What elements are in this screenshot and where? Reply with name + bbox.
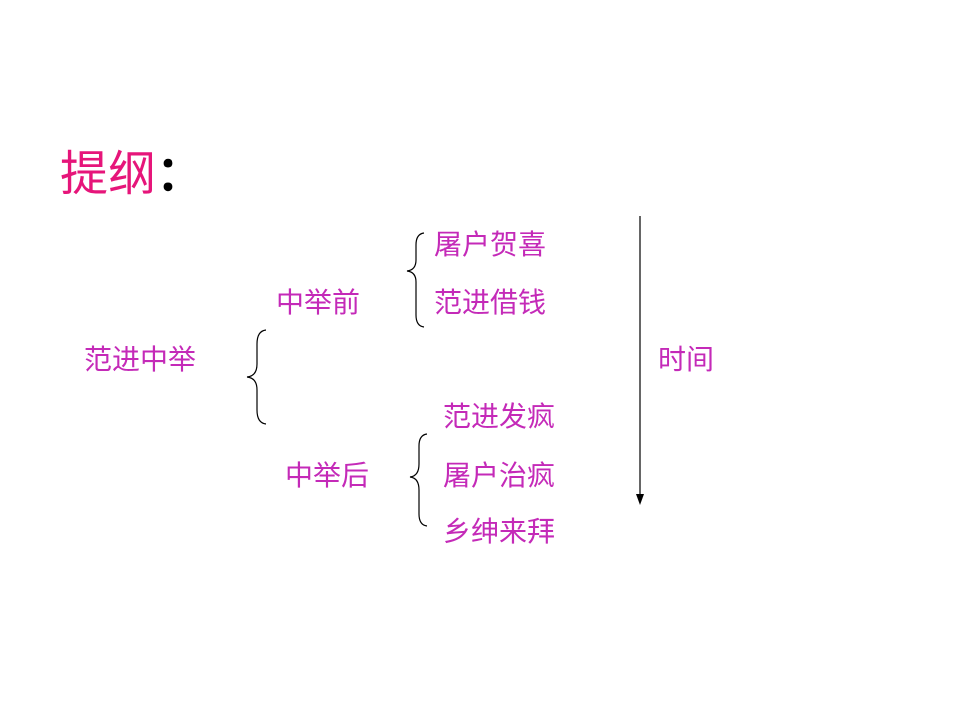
branch-after: 中举后 [285, 459, 370, 492]
root-node: 范进中举 [84, 343, 197, 376]
timeline-arrow [636, 216, 644, 505]
before-brace [406, 232, 425, 328]
outline-title-text: 提纲 [60, 146, 157, 202]
outline-title: 提纲： [60, 146, 204, 202]
root-brace [246, 329, 267, 425]
timeline-label: 时间 [658, 343, 715, 376]
leaf-after-2: 屠户治疯 [443, 459, 556, 492]
outline-title-colon: ： [156, 146, 205, 202]
leaf-after-3: 乡绅来拜 [443, 515, 556, 548]
leaf-before-1: 屠户贺喜 [434, 228, 547, 261]
after-brace [409, 433, 428, 527]
branch-before: 中举前 [276, 286, 361, 319]
leaf-after-1: 范进发疯 [443, 400, 556, 433]
leaf-before-2: 范进借钱 [434, 286, 547, 319]
